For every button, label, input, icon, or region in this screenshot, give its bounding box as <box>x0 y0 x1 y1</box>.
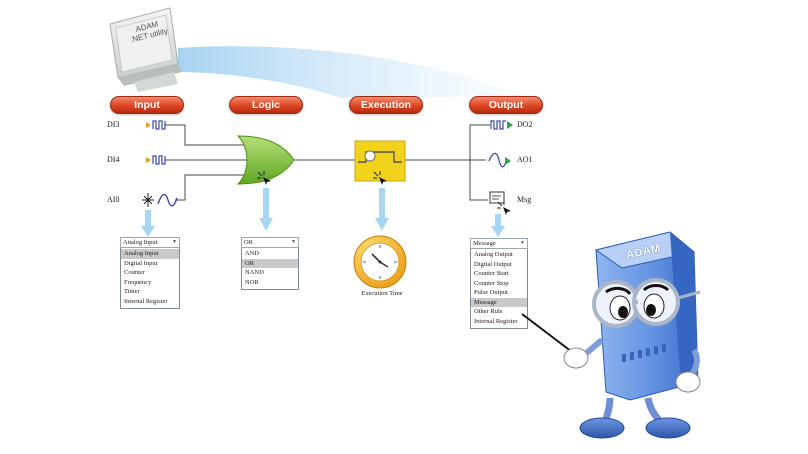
output-msg-label: Msg <box>517 195 532 204</box>
logic-type-select[interactable]: OR ▼ <box>241 237 299 248</box>
logic-type-selected: OR <box>244 239 254 246</box>
list-item[interactable]: Internal Register <box>124 297 168 305</box>
stage-execution-pill: Execution <box>349 96 423 114</box>
down-arrow-icon <box>491 214 505 237</box>
input-di4-label: DI4 <box>107 155 120 164</box>
cursor-icon <box>257 171 271 185</box>
list-item[interactable]: Other Rule <box>474 308 503 315</box>
logic-type-dropdown[interactable]: OR ▼ AND OR NAND NOR <box>241 237 299 290</box>
down-arrow-icon <box>259 188 273 231</box>
stage-input-pill: Input <box>110 96 184 114</box>
output-type-list: Analog Output Digital Output Counter Sta… <box>470 249 528 329</box>
output-type-selected: Message <box>473 240 496 247</box>
list-item[interactable]: NOR <box>245 278 259 286</box>
list-item[interactable]: Frequency <box>124 278 152 286</box>
output-type-dropdown[interactable]: Message ▼ Analog Output Digital Output C… <box>470 238 528 329</box>
output-do2-label: DO2 <box>517 120 533 129</box>
list-item[interactable]: Timer <box>124 288 140 295</box>
list-item[interactable]: Counter Stop <box>474 279 509 287</box>
chevron-down-icon[interactable]: ▼ <box>172 240 177 245</box>
message-icon <box>489 191 505 204</box>
pulse-icon <box>146 120 166 130</box>
list-item[interactable]: Pulse Output <box>474 289 508 296</box>
stage-output-pill: Output <box>469 96 543 114</box>
chevron-down-icon[interactable]: ▼ <box>291 240 296 245</box>
list-item[interactable]: Counter Start <box>474 270 509 277</box>
down-arrow-icon <box>141 210 155 237</box>
input-di3-label: DI3 <box>107 120 120 129</box>
analog-wave-icon <box>488 152 511 168</box>
execution-block-icon[interactable] <box>354 140 406 182</box>
list-item[interactable]: Internal Register <box>474 317 518 325</box>
list-item[interactable]: Digital Output <box>474 260 512 268</box>
output-type-select[interactable]: Message ▼ <box>470 238 528 249</box>
list-item[interactable]: NAND <box>245 269 264 276</box>
execution-time-label: Execution Time <box>361 290 403 297</box>
adam-mascot <box>521 231 701 439</box>
monitor-icon <box>109 7 182 92</box>
list-item[interactable]: Counter <box>124 269 145 276</box>
list-item[interactable]: Message <box>471 297 527 307</box>
logic-type-list: AND OR NAND NOR <box>241 248 299 290</box>
monitor-beam <box>178 46 520 98</box>
or-gate-icon[interactable] <box>236 134 298 186</box>
input-ai0-label: AI0 <box>107 195 120 204</box>
list-item[interactable]: Analog Input <box>121 249 179 259</box>
cursor-icon <box>373 171 387 185</box>
analog-wave-icon <box>142 193 178 207</box>
list-item[interactable]: AND <box>245 250 260 257</box>
down-arrow-icon <box>375 188 389 231</box>
chevron-down-icon[interactable]: ▼ <box>520 241 525 246</box>
list-item[interactable]: Analog Output <box>474 251 513 258</box>
clock-icon <box>353 235 407 289</box>
cursor-icon <box>497 201 511 215</box>
pulse-icon <box>146 155 166 165</box>
input-type-selected: Analog Input <box>123 239 158 246</box>
list-item[interactable]: OR <box>242 258 298 268</box>
pulse-icon <box>490 120 513 130</box>
stage-logic-pill: Logic <box>229 96 303 114</box>
output-ao1-label: AO1 <box>517 155 533 164</box>
input-type-list: Analog Input Digital Input Counter Frequ… <box>120 248 180 309</box>
input-type-dropdown[interactable]: Analog Input ▼ Analog Input Digital Inpu… <box>120 237 180 309</box>
wiring <box>165 124 490 201</box>
list-item[interactable]: Digital Input <box>124 259 158 267</box>
input-type-select[interactable]: Analog Input ▼ <box>120 237 180 248</box>
